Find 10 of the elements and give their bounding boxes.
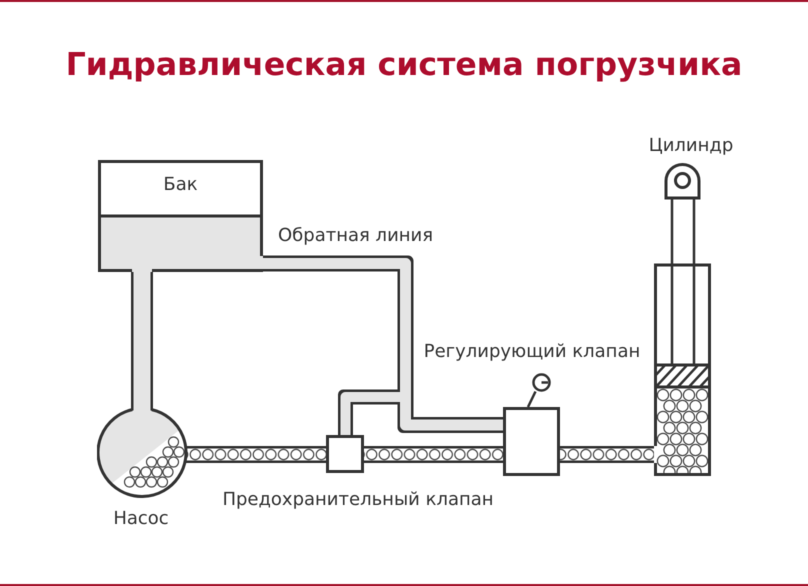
part-label: Бак	[163, 174, 198, 196]
title: Гидравлическая система погрузчика	[66, 46, 742, 85]
part-label: Предохранительный клапан	[222, 489, 494, 511]
pipe	[186, 448, 326, 460]
pipe-label: Обратная линия	[278, 225, 434, 247]
part-label: Цилиндр	[648, 135, 734, 157]
pipe	[560, 448, 654, 460]
part-label: Насос	[113, 508, 169, 530]
part-label: Регулирующий клапан	[424, 341, 640, 363]
pipe	[364, 448, 503, 460]
